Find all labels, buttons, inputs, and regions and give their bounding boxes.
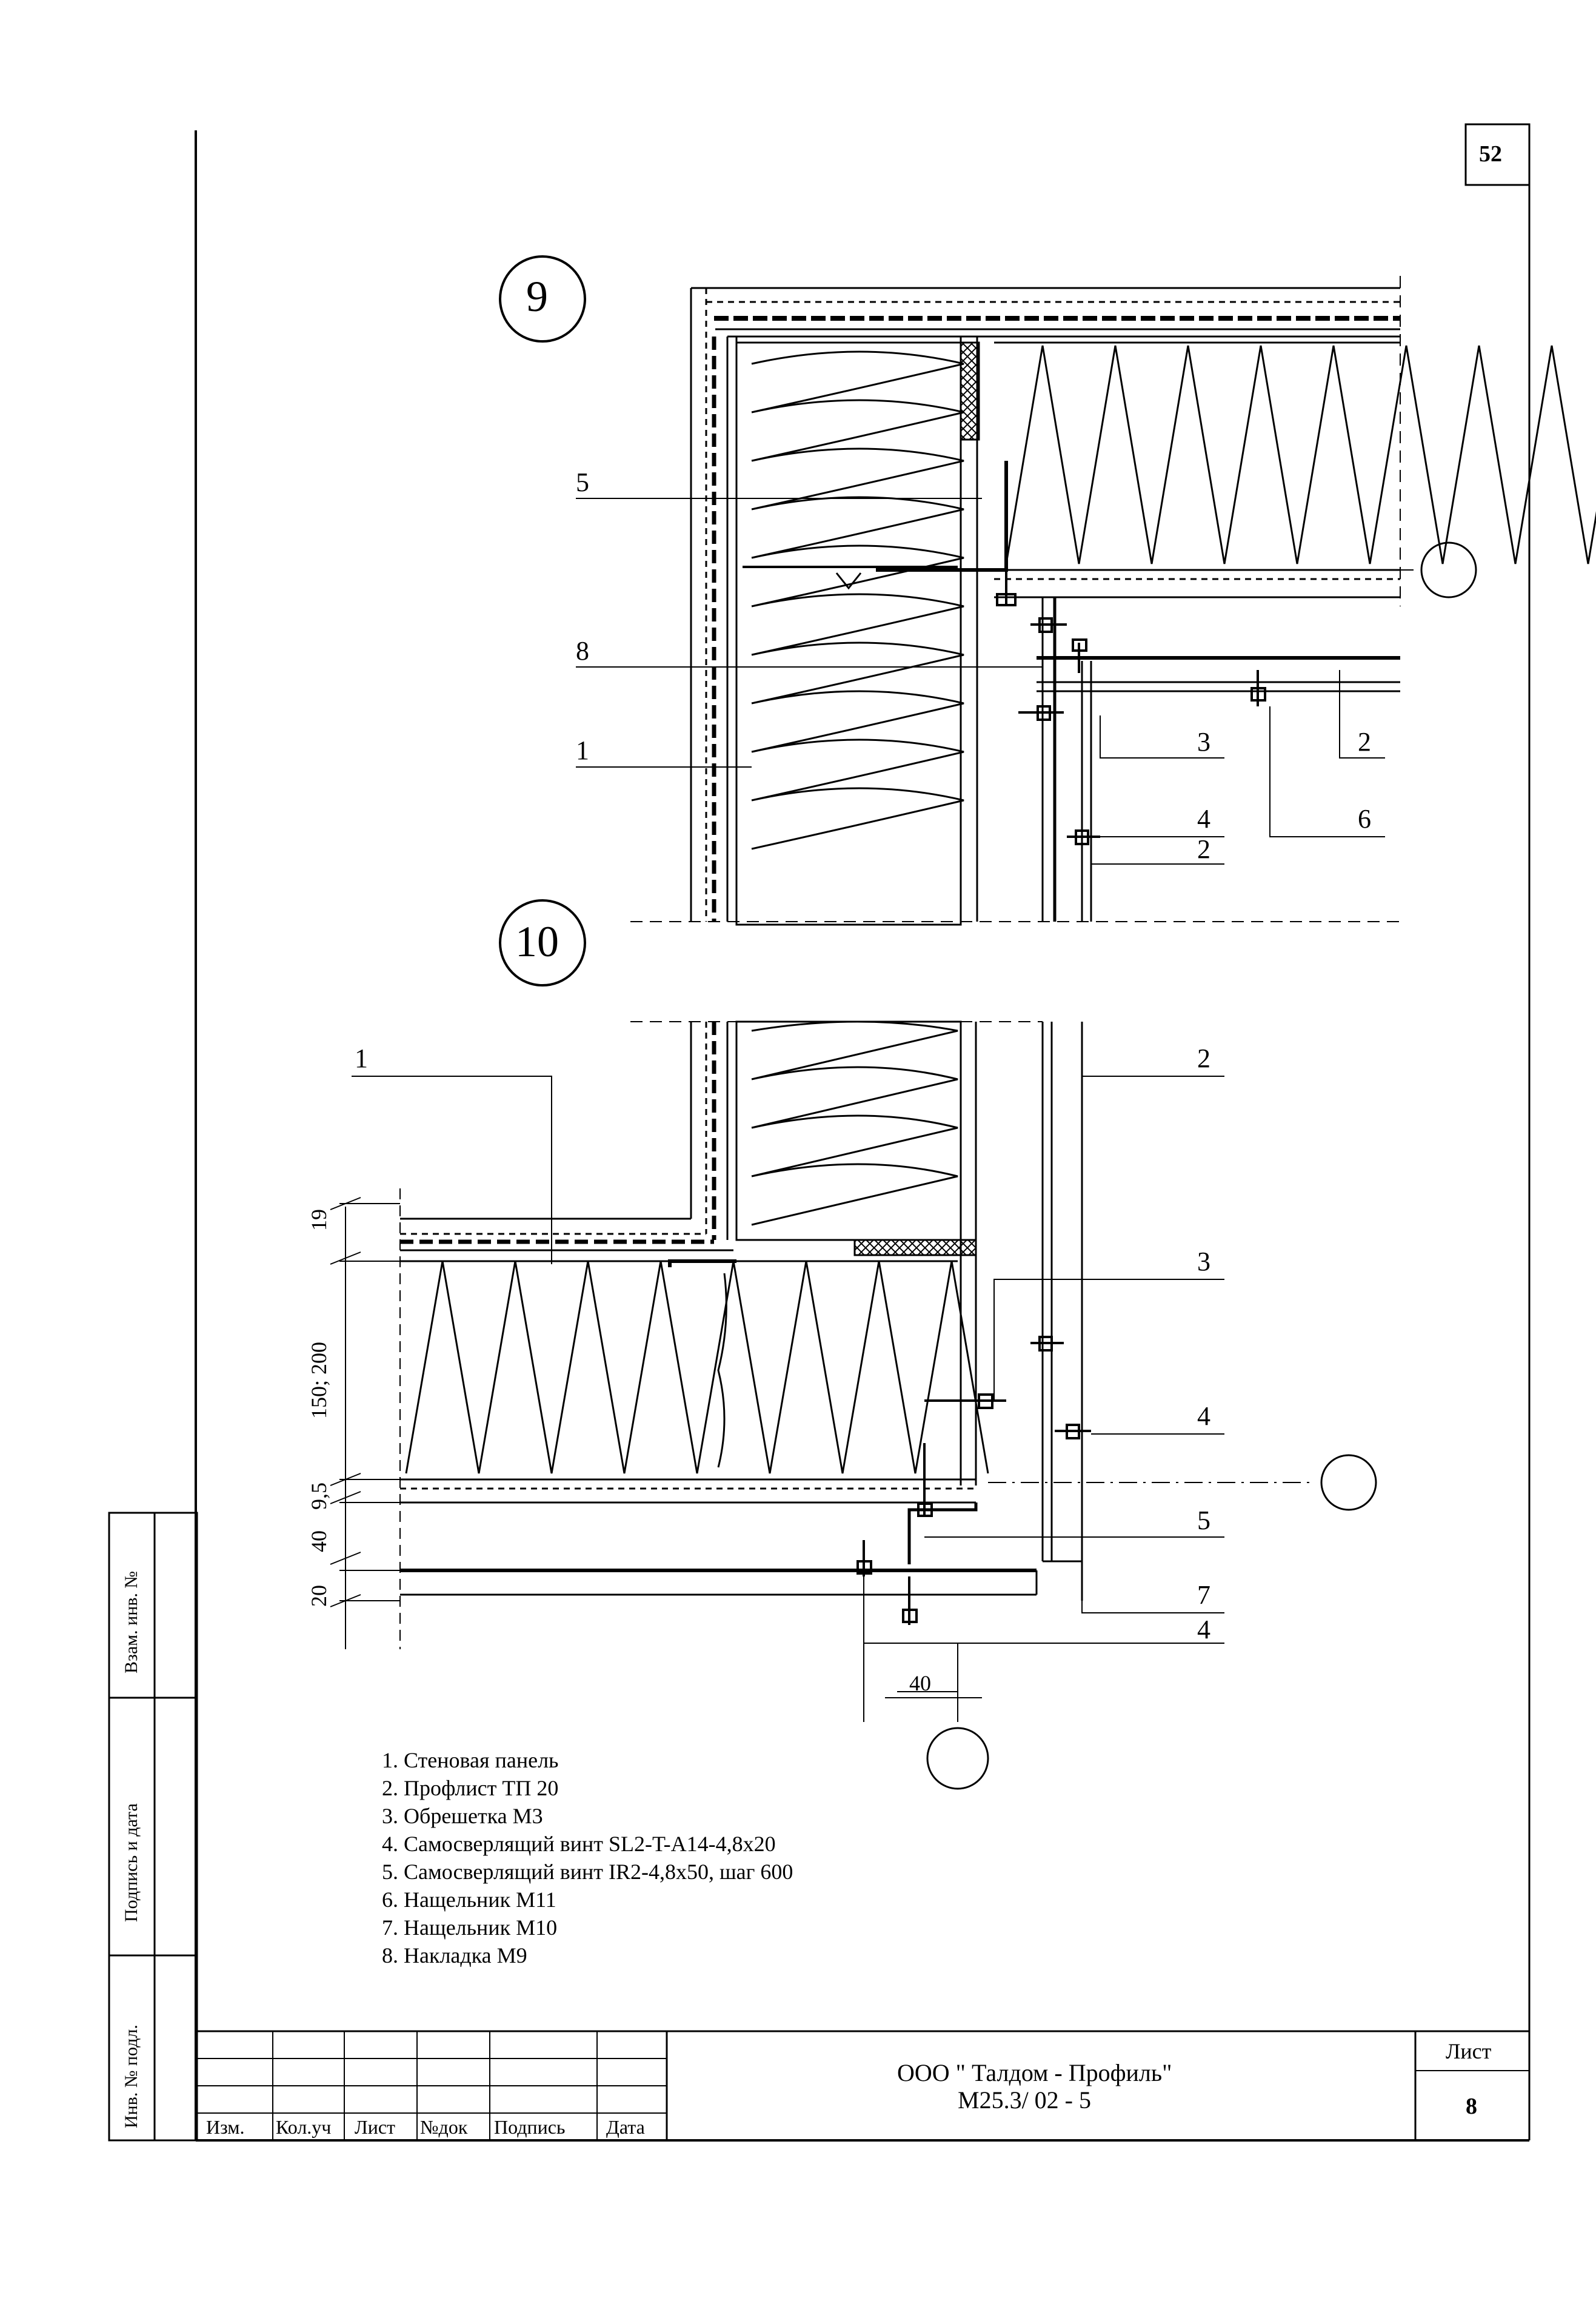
callout-9-8: 8	[576, 636, 589, 666]
legend-item: 6. Нащельник М11	[382, 1888, 556, 1912]
detail-9-drawing	[576, 276, 1596, 926]
tb-company: ООО " Талдом - Профиль"	[897, 2059, 1172, 2086]
callout-9-6: 6	[1358, 804, 1371, 834]
detail-10-id: 10	[515, 917, 559, 966]
tb-col-list: Лист	[355, 2116, 396, 2138]
dim-20: 20	[307, 1585, 331, 1607]
stamp-inv: Инв. № подл.	[121, 2025, 141, 2128]
legend-item: 3. Обрешетка М3	[382, 1804, 543, 1828]
tb-col-koluch: Кол.уч	[276, 2116, 332, 2138]
stamp-vzam: Взам. инв. №	[121, 1570, 141, 1673]
callout-9-4: 4	[1197, 804, 1210, 834]
legend-item: 4. Самосверлящий винт SL2-T-A14-4,8х20	[382, 1832, 776, 1856]
callout-10-5: 5	[1197, 1506, 1210, 1535]
detail-9-id: 9	[526, 272, 548, 321]
callout-9-3: 3	[1197, 727, 1210, 757]
legend-item: 5. Самосверлящий винт IR2-4,8х50, шаг 60…	[382, 1860, 793, 1884]
detail-10-marker	[499, 899, 586, 987]
callout-10-4a: 4	[1197, 1401, 1210, 1431]
legend: 1. Стеновая панель 2. Профлист ТП 20 3. …	[382, 1746, 793, 1969]
tb-doc-code: М25.3/ 02 - 5	[958, 2086, 1091, 2114]
sheet-number-top: 52	[1479, 141, 1502, 167]
legend-item: 8. Накладка М9	[382, 1943, 527, 1968]
callout-9-1: 1	[576, 735, 589, 765]
dim-19: 19	[307, 1209, 331, 1231]
callout-9-5: 5	[576, 467, 589, 497]
tb-col-ndok: №док	[420, 2116, 468, 2138]
legend-item: 2. Профлист ТП 20	[382, 1776, 559, 1800]
tb-col-data: Дата	[606, 2116, 645, 2138]
callout-10-4b: 4	[1197, 1615, 1210, 1644]
legend-item: 1. Стеновая панель	[382, 1748, 559, 1772]
callout-9-2b: 2	[1197, 834, 1210, 864]
callout-9-2a: 2	[1358, 727, 1371, 757]
sheet-frame	[108, 123, 1531, 2142]
detail-9-marker	[499, 255, 586, 343]
dim-150-200: 150; 200	[307, 1341, 331, 1419]
detail-10-drawing	[330, 1020, 1377, 1790]
dim-9-5: 9,5	[307, 1482, 331, 1510]
dim-40-bottom: 40	[909, 1671, 931, 1695]
callout-10-3: 3	[1197, 1247, 1210, 1276]
tb-sheet-label: Лист	[1446, 2039, 1492, 2063]
callout-10-2: 2	[1197, 1043, 1210, 1073]
tb-sheet-number: 8	[1466, 2094, 1477, 2119]
callout-10-7: 7	[1197, 1580, 1210, 1610]
tb-col-izm: Изм.	[206, 2116, 245, 2138]
tb-col-podpis: Подпись	[494, 2116, 566, 2138]
legend-item: 7. Нащельник М10	[382, 1915, 558, 1940]
stamp-podpis: Подпись и дата	[121, 1803, 141, 1922]
callout-10-1: 1	[355, 1043, 368, 1073]
dim-40: 40	[307, 1530, 331, 1552]
